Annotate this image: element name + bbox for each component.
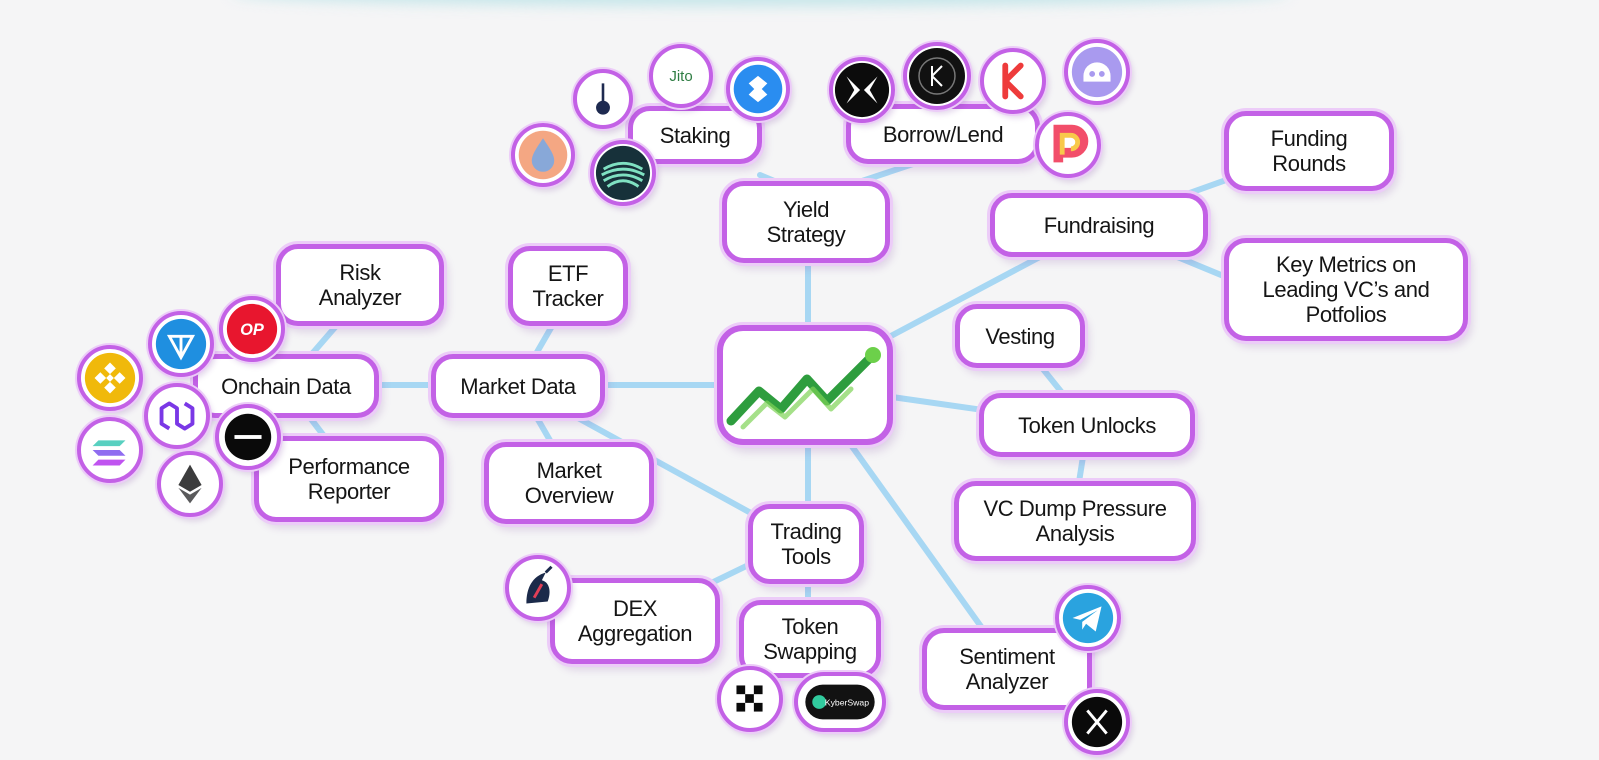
node-key-metrics[interactable]: Key Metrics on Leading VC’s and Potfolio… [1224,238,1468,341]
minus-circle-icon[interactable] [215,404,281,470]
node-dex-aggregation[interactable]: DEX Aggregation [550,578,720,664]
red-k-icon[interactable] [980,48,1046,114]
node-vc-dump-pressure[interactable]: VC Dump Pressure Analysis [954,481,1196,561]
green-wave-icon[interactable] [590,140,656,206]
node-borrow-lend[interactable]: Borrow/Lend [846,104,1040,164]
top-glow [230,0,1290,6]
node-fundraising[interactable]: Fundraising [990,193,1208,257]
node-etf-tracker[interactable]: ETF Tracker [508,246,628,326]
kyberswap-icon[interactable]: KyberSwap [794,672,886,732]
kyberswap-label: KyberSwap [825,697,869,707]
k-circle-icon[interactable] [903,42,971,110]
telegram-icon[interactable] [1055,585,1121,651]
jito-icon[interactable]: Jito [649,44,713,108]
flame-drop-icon[interactable] [511,123,575,187]
node-vesting[interactable]: Vesting [955,304,1085,368]
ethereum-icon[interactable] [157,451,223,517]
node-performance-reporter[interactable]: Performance Reporter [254,436,444,522]
node-market-data[interactable]: Market Data [431,354,605,418]
node-sentiment-analyzer[interactable]: Sentiment Analyzer [922,628,1092,710]
bnb-icon[interactable] [77,345,143,411]
unicorn-icon[interactable] [505,555,571,621]
node-market-overview[interactable]: Market Overview [484,442,654,524]
polygon-icon[interactable] [144,383,210,449]
rainbow-p-icon[interactable] [1035,112,1101,178]
node-risk-analyzer[interactable]: Risk Analyzer [276,244,444,326]
x-icon[interactable] [1064,689,1130,755]
checker-icon[interactable] [717,666,783,732]
op-label: OP [240,321,264,339]
node-funding-rounds[interactable]: Funding Rounds [1224,111,1394,191]
butterfly-icon[interactable] [829,57,895,123]
blue-swirl-icon[interactable] [726,57,790,121]
node-token-unlocks[interactable]: Token Unlocks [979,393,1195,457]
marinade-pin-icon[interactable] [573,69,633,129]
ton-icon[interactable] [148,311,214,377]
node-onchain-data[interactable]: Onchain Data [193,354,379,418]
center-chart-node[interactable] [717,325,893,445]
optimism-icon[interactable]: OP [219,296,285,362]
jito-label: Jito [669,67,693,85]
trending-chart-icon [726,347,881,430]
purple-ghost-icon[interactable] [1064,39,1130,105]
node-yield-strategy[interactable]: Yield Strategy [722,181,890,263]
solana-icon[interactable] [77,417,143,483]
node-trading-tools[interactable]: Trading Tools [748,504,864,584]
node-token-swapping[interactable]: Token Swapping [739,600,881,678]
